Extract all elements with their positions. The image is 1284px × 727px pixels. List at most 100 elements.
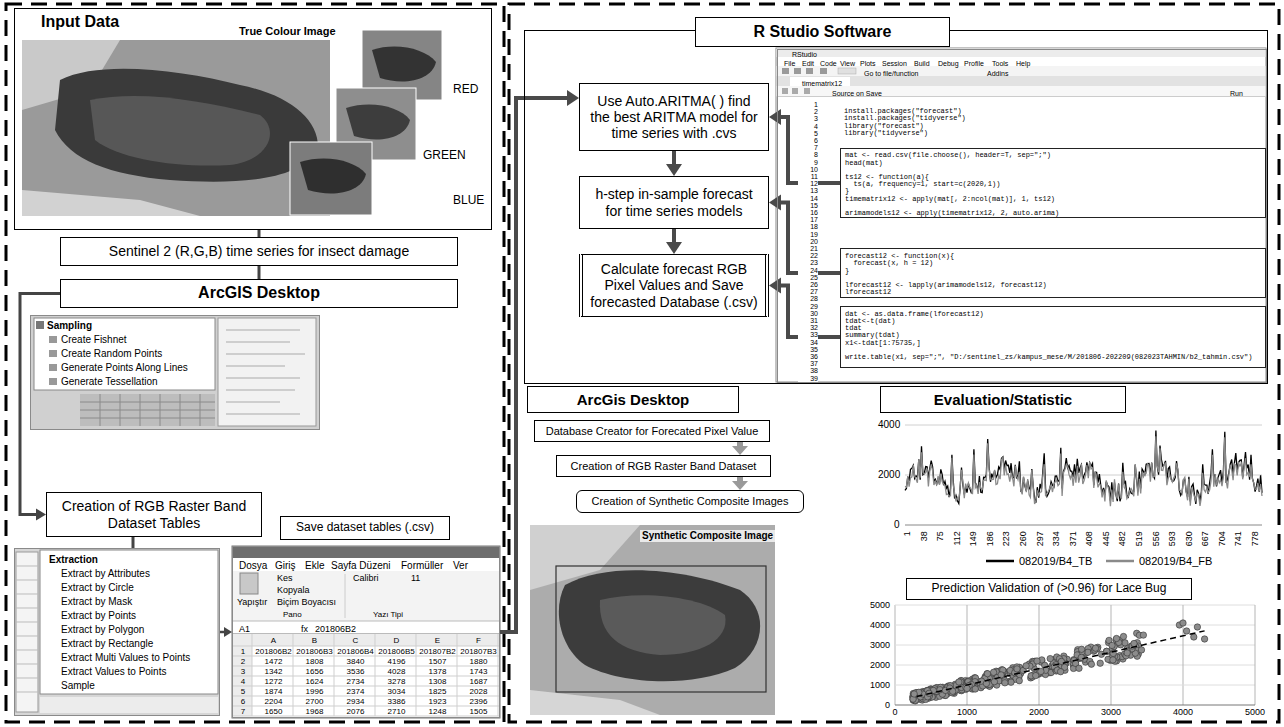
node-text: 1923 <box>417 697 458 706</box>
node-text: 2396 <box>458 697 499 706</box>
node-text: Go to file/function <box>864 70 918 78</box>
scatter-point <box>1033 672 1039 678</box>
extraction-screenshot <box>40 697 218 713</box>
sampling-screenshot <box>226 378 300 379</box>
node-text: Kes <box>277 573 293 583</box>
band-image <box>290 142 372 215</box>
axis-label: 297 <box>1034 531 1044 546</box>
node-text: 35 <box>798 346 818 353</box>
node-text: forecast12 <- function(x){ <box>845 253 954 260</box>
node-text: 11 <box>798 173 818 180</box>
node-text: 33 <box>798 331 818 338</box>
node-text: 23 <box>798 259 818 266</box>
axis-label: 112 <box>952 531 962 545</box>
node-text: Debug <box>938 60 959 68</box>
axis-label: 408 <box>1084 531 1094 546</box>
node-text: Sentinel 2 (R,G,B) time series for insec… <box>109 243 409 259</box>
sampling-screenshot <box>49 364 57 371</box>
node-text: mat <- read.csv(file.choose(), header=T,… <box>845 152 1051 159</box>
node-text: Prediction Validation of (>0.96) for Lac… <box>932 582 1167 596</box>
node-text: Creation of RGB Raster Band Dataset Tabl… <box>53 498 255 530</box>
node-text: Profile <box>964 60 984 68</box>
editor-screenshot: RStudioFileEditCodeViewPlotsSessionBuild… <box>777 49 1267 383</box>
node-text: 1968 <box>294 707 335 716</box>
grid-line <box>895 605 1255 606</box>
node-text: 2374 <box>335 687 376 696</box>
rstudio-screenshot <box>792 88 798 94</box>
scatter-point <box>1057 669 1063 675</box>
axis-label: 75 <box>935 531 945 541</box>
node-text: 2028 <box>458 687 499 696</box>
sampling-screenshot <box>49 378 57 385</box>
scatter-point <box>1109 642 1115 648</box>
axis-label: 4000 <box>878 419 900 431</box>
scatter-chart <box>895 605 1255 705</box>
node-text: 2734 <box>335 677 376 686</box>
extraction-screenshot <box>16 552 38 712</box>
scatter-point <box>1113 635 1119 641</box>
process-box: Creation of Synthetic Composite Images <box>576 490 804 513</box>
node-text: 1743 <box>458 667 499 676</box>
node-text: Ver <box>453 560 468 572</box>
node-text: 9 <box>798 159 818 166</box>
node-text: Input Data <box>41 13 119 31</box>
connector <box>133 537 134 548</box>
node-text: ts12 <- function(a){ <box>845 174 929 181</box>
scatter-point <box>964 685 970 691</box>
connector-line <box>779 203 840 274</box>
node-text: tdat<-t(dat) <box>845 318 895 325</box>
node-text: } <box>845 268 849 275</box>
dashed-frame <box>509 4 1279 722</box>
process-box: Save dataset tables (.csv) <box>280 516 450 540</box>
node-text: 1507 <box>417 657 458 666</box>
node-text: Generate Points Along Lines <box>61 362 188 374</box>
node-text: 4 <box>234 677 252 686</box>
code-block: mat <- read.csv(file.choose(), header=T,… <box>840 148 1266 218</box>
node-text: 24 <box>798 267 818 274</box>
true-colour-image <box>22 40 330 216</box>
toolbox-screenshot: SamplingCreate FishnetCreate Random Poin… <box>30 315 320 430</box>
axis-label: 149 <box>968 531 978 546</box>
node-text: 2204 <box>253 697 294 706</box>
scatter-point <box>1016 678 1022 684</box>
node-text: 5 <box>234 687 252 696</box>
node-text: A <box>253 636 294 645</box>
scatter-point <box>1183 628 1189 634</box>
synthetic-composite-image <box>556 566 766 692</box>
node-text: 15 <box>798 202 818 209</box>
node-text: Kopyala <box>277 585 310 595</box>
node-text: File <box>784 60 795 68</box>
node-text: 25 <box>798 274 818 281</box>
chart-series <box>905 430 1262 506</box>
legend-text: 082019/B4_FB <box>1139 555 1212 567</box>
node-text: 201807B3 <box>458 647 499 656</box>
axis-label: 2000 <box>870 660 890 670</box>
scatter-point <box>1014 666 1020 672</box>
node-text: Session <box>882 60 907 68</box>
process-box: Creation of RGB Raster Band Dataset Tabl… <box>46 492 262 537</box>
node-text: Database Creator for Forecated Pixel Val… <box>546 425 759 438</box>
node-text: Help <box>1016 60 1030 68</box>
node-text: 6 <box>798 137 818 144</box>
node-text: ArcGis Desktop <box>577 391 690 408</box>
node-text: 18 <box>798 223 818 230</box>
extraction-screenshot <box>14 548 220 716</box>
node-text: Extract by Points <box>61 610 136 622</box>
axis-label: 519 <box>1134 531 1144 546</box>
process-box: Creation of RGB Raster Band Dataset <box>556 455 771 477</box>
extraction-screenshot <box>40 550 218 694</box>
node-text: arimamodels12 <- apply(timematrix12, 2, … <box>845 210 1059 217</box>
node-text: Use Auto.ARITMA( ) find the best ARITMA … <box>586 93 762 141</box>
node-text: 3034 <box>376 687 417 696</box>
scatter-point <box>956 679 962 685</box>
sampling-screenshot <box>80 394 215 426</box>
axis-label: 371 <box>1068 531 1078 546</box>
node-text: Save dataset tables (.csv) <box>296 521 434 535</box>
node-text: Ekle <box>305 560 324 572</box>
node-text: 2076 <box>335 707 376 716</box>
node-text: Biçim Boyacısı <box>277 597 336 607</box>
node-text: 17 <box>798 216 818 223</box>
image-caption: Synthetic Composite Image <box>640 530 775 542</box>
node-text: Extraction <box>49 554 98 566</box>
